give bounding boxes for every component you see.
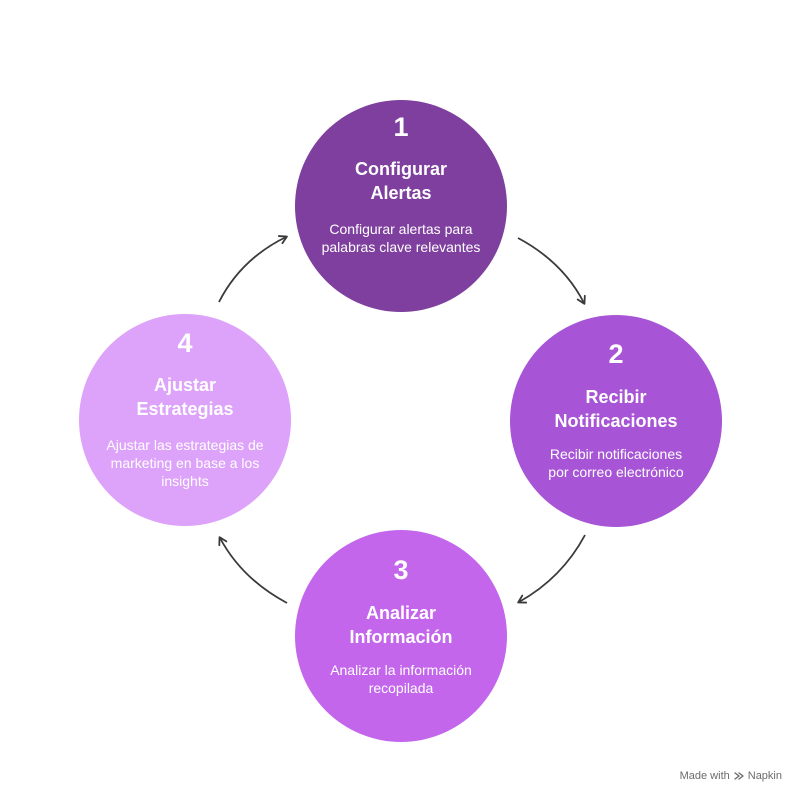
step-1-description: Configurar alertas para palabras clave r… — [321, 221, 481, 255]
napkin-brand-label: Napkin — [747, 770, 782, 782]
step-4-circle: 4 Ajustar Estrategias Ajustar las estrat… — [79, 314, 291, 526]
arrow-2-to-3 — [517, 534, 586, 604]
step-3-description: Analizar la información recopilada — [330, 662, 472, 696]
step-2-circle: 2 Recibir Notificaciones Recibir notific… — [510, 315, 722, 527]
made-with-label: Made with — [679, 770, 730, 782]
step-1-title: Configurar Alertas — [355, 159, 447, 203]
napkin-logo-icon — [734, 772, 744, 780]
made-with-napkin-footer: Made with Napkin — [680, 770, 782, 782]
arrow-1-to-2 — [517, 237, 586, 305]
step-4-description: Ajustar las estrategias de marketing en … — [106, 437, 264, 489]
arrow-3-to-4 — [218, 536, 288, 604]
step-1-number: 1 — [393, 112, 409, 142]
step-2-title: Recibir Notificaciones — [554, 387, 678, 431]
step-2-number: 2 — [608, 339, 624, 369]
step-1-circle: 1 Configurar Alertas Configurar alertas … — [295, 100, 507, 312]
step-3-number: 3 — [393, 555, 409, 585]
step-3-circle: 3 Analizar Información Analizar la infor… — [295, 530, 507, 742]
arrow-4-to-1 — [218, 235, 288, 303]
step-4-title: Ajustar Estrategias — [136, 375, 234, 419]
step-4-number: 4 — [177, 328, 193, 358]
step-3-title: Analizar Información — [349, 603, 453, 647]
step-2-description: Recibir notificaciones por correo electr… — [548, 446, 684, 480]
